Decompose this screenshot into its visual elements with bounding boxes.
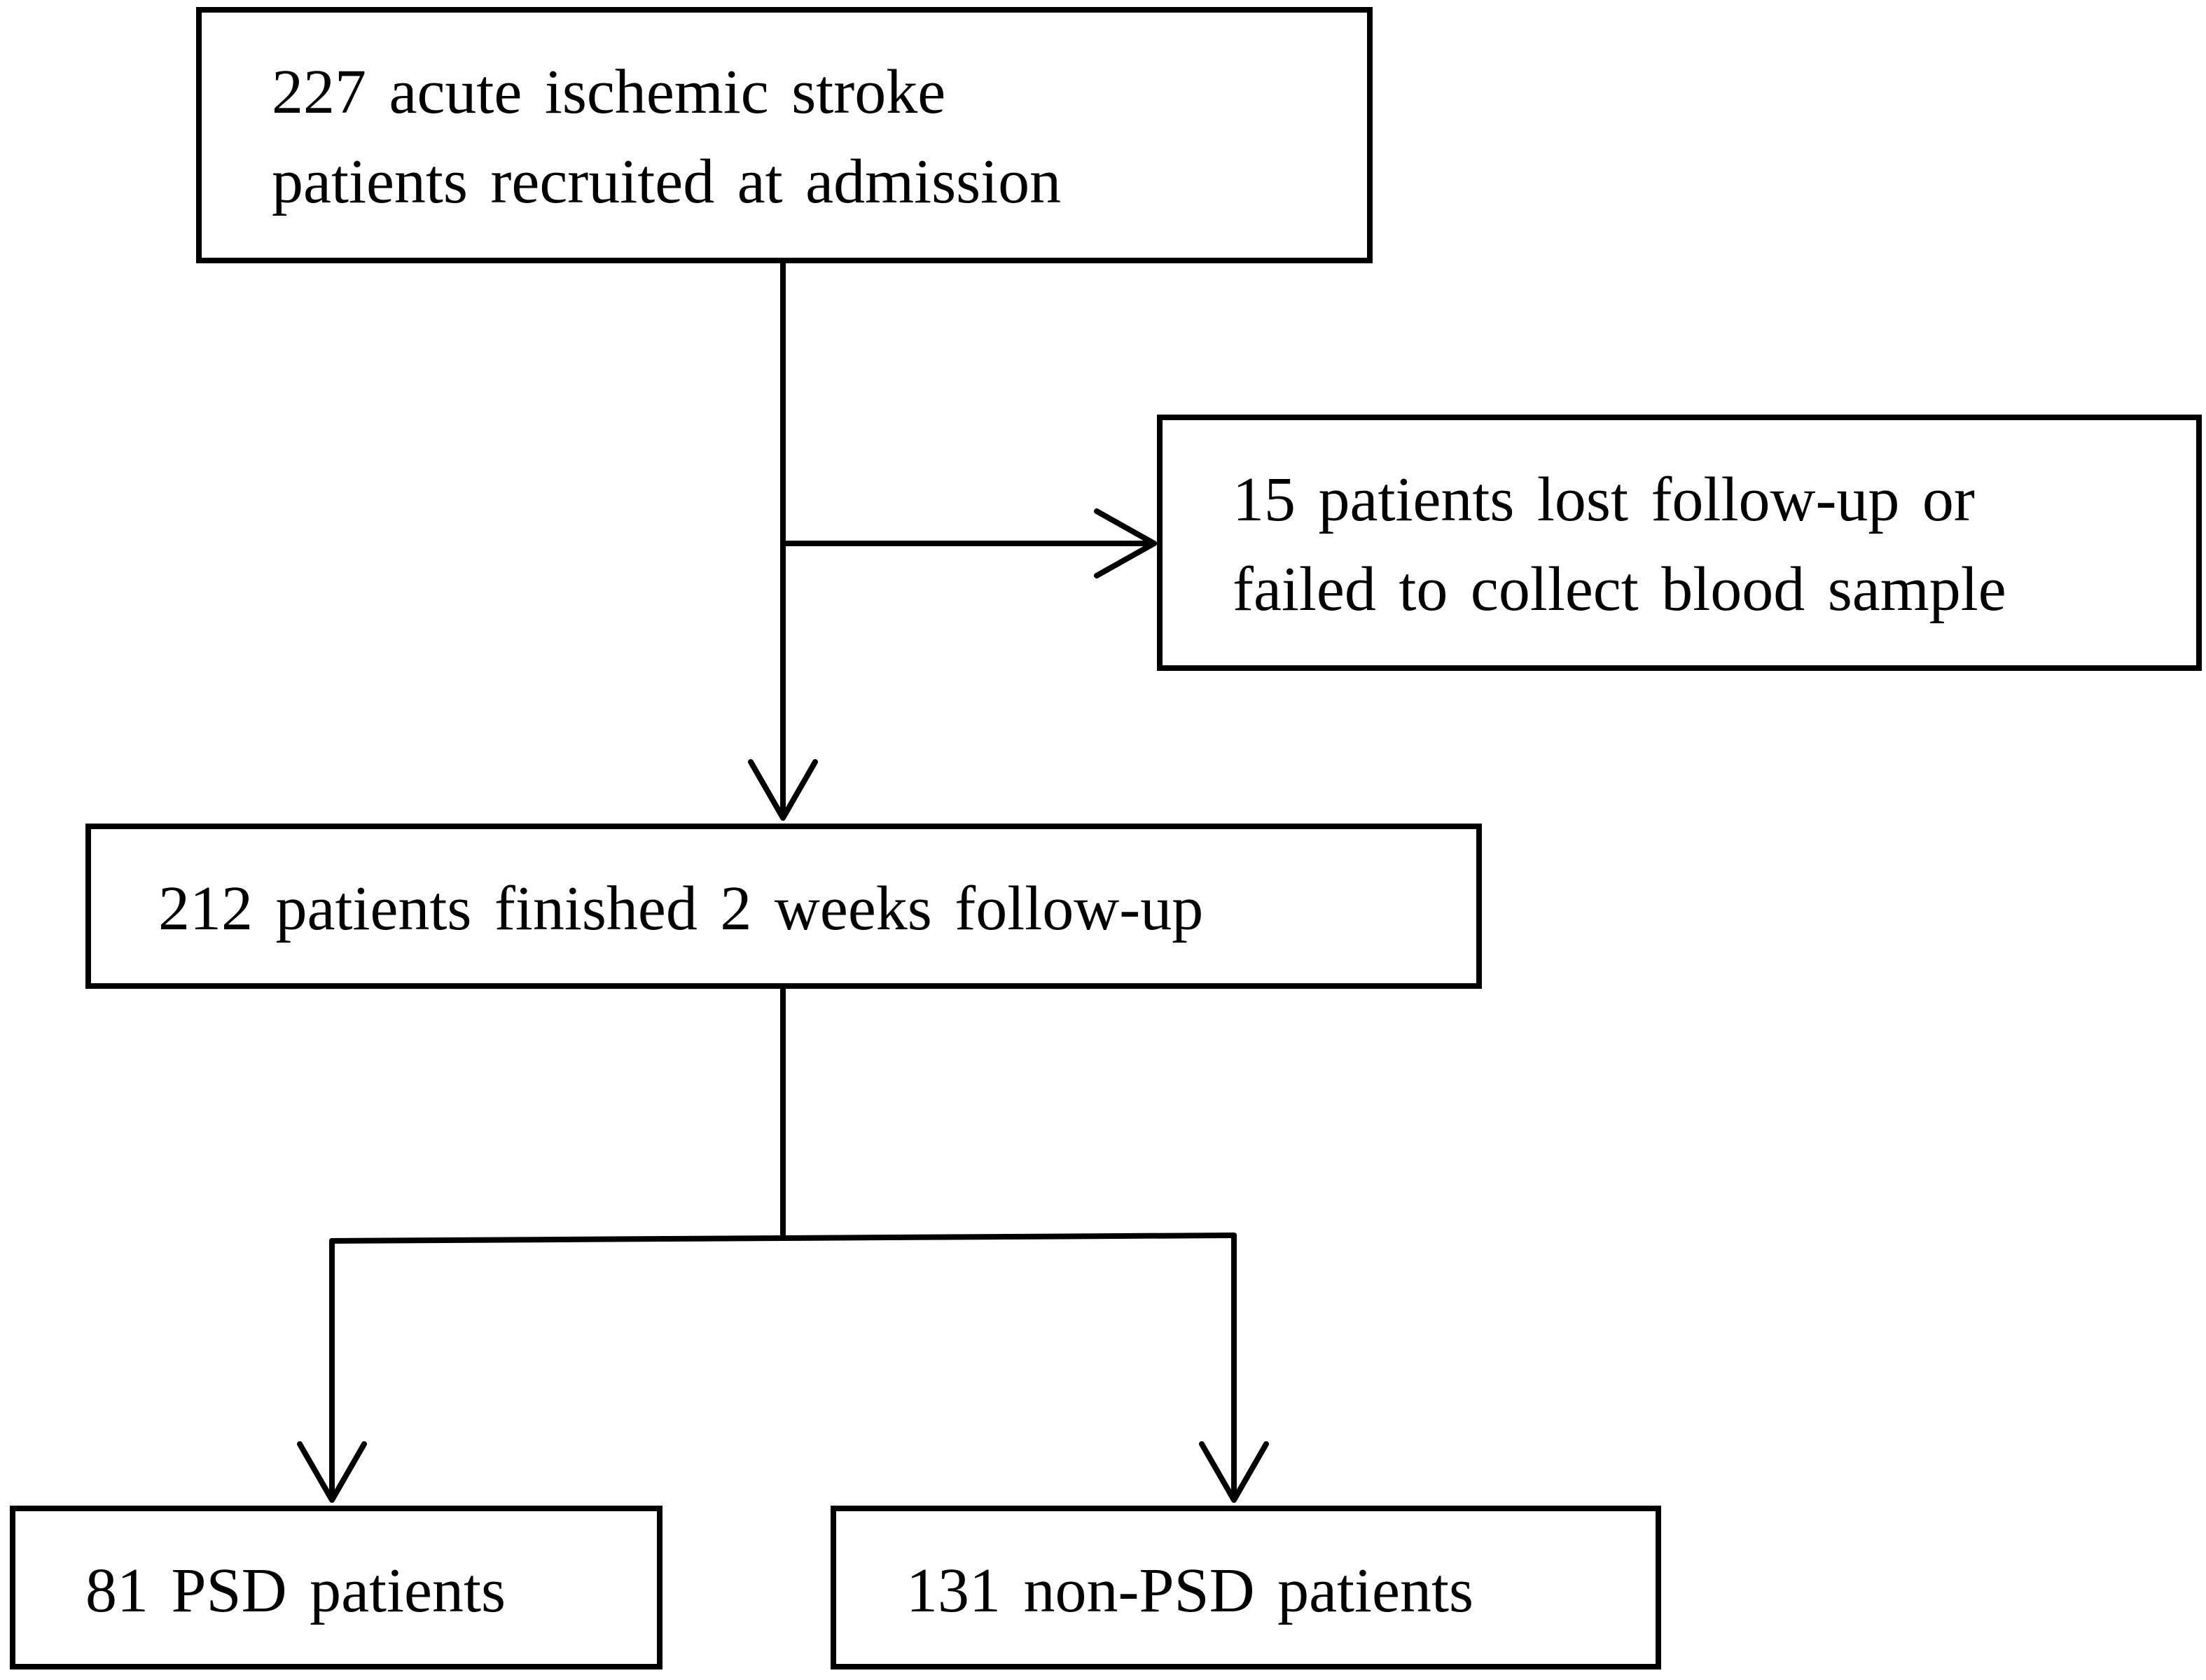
recruited-line-2: patients recruited at admission (272, 147, 1062, 216)
excluded-line-2: failed to collect blood sample (1233, 555, 2006, 624)
recruited-patients-text: 227 acute ischemic stroke patients recru… (272, 48, 1061, 227)
split-right-horizontal (780, 1233, 1237, 1241)
psd-patients-box: 81 PSD patients (10, 1506, 663, 1669)
non-psd-patients-box: 131 non-PSD patients (831, 1506, 1661, 1669)
psd-patients-text: 81 PSD patients (85, 1546, 506, 1636)
finished-arrowhead (748, 759, 818, 821)
psd-arrowhead (297, 1441, 367, 1503)
finished-line-1: 212 patients finished 2 weeks follow-up (158, 874, 1204, 943)
recruited-line-1: 227 acute ischemic stroke (272, 57, 946, 127)
excluded-patients-text: 15 patients lost follow-up or failed to … (1233, 455, 2006, 634)
psd-line-1: 81 PSD patients (85, 1556, 506, 1625)
excluded-line-1: 15 patients lost follow-up or (1233, 465, 1975, 534)
excluded-patients-box: 15 patients lost follow-up or failed to … (1157, 415, 2202, 671)
recruited-patients-box: 227 acute ischemic stroke patients recru… (196, 7, 1373, 263)
non-psd-line-1: 131 non-PSD patients (906, 1556, 1474, 1625)
finished-followup-text: 212 patients finished 2 weeks follow-up (158, 864, 1203, 954)
exclusion-arrowhead (1094, 508, 1157, 578)
split-left-horizontal (329, 1235, 786, 1244)
non-psd-patients-text: 131 non-PSD patients (906, 1546, 1473, 1636)
finished-followup-box: 212 patients finished 2 weeks follow-up (85, 824, 1482, 989)
non-psd-arrowhead (1199, 1441, 1269, 1503)
